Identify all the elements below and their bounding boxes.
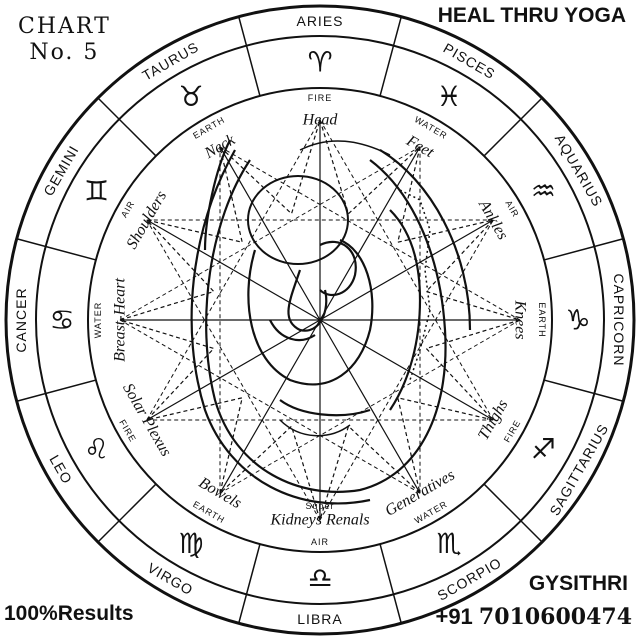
sign-divider <box>16 379 97 402</box>
element-label: AIR <box>503 199 521 220</box>
zodiac-sign-name: PISCES <box>441 40 499 83</box>
zodiac-glyph-icon: ♌ <box>84 433 109 466</box>
zodiac-sign-name: VIRGO <box>145 559 196 598</box>
zodiac-glyph-icon: ♑ <box>565 304 590 337</box>
sign-divider <box>238 543 261 624</box>
zodiac-glyph-icon: ♉ <box>178 80 203 113</box>
zodiac-sign-name: GEMINI <box>40 142 82 198</box>
sign-divider <box>97 483 157 543</box>
element-label: AIR <box>311 537 329 547</box>
star-chord <box>119 146 421 321</box>
star-ray <box>146 319 321 421</box>
body-part-label: Knees <box>512 299 529 339</box>
element-label: EARTH <box>537 302 547 337</box>
zodiac-sign-name: LIBRA <box>297 611 342 627</box>
sign-divider <box>543 238 624 261</box>
body-part-label: Neck <box>201 131 239 163</box>
outer-ring <box>4 4 636 636</box>
star-chord <box>219 146 521 321</box>
phone-number: 7010600474 <box>478 604 632 630</box>
brand-title: HEAL THRU YOGA <box>437 4 626 27</box>
sign-divider <box>238 16 261 97</box>
sign-divider <box>379 543 402 624</box>
contact-name: GYSITHRI <box>528 572 628 595</box>
dashed-star <box>117 117 523 523</box>
zodiac-glyph-icon: ♐ <box>531 433 556 466</box>
star-ray <box>319 219 494 321</box>
star-ray <box>146 219 321 321</box>
body-part-label: Super <box>305 501 334 511</box>
star-ray <box>319 146 421 321</box>
element-label: FIRE <box>308 93 333 103</box>
sign-divider <box>543 379 624 402</box>
element-label: AIR <box>119 199 137 220</box>
zodiac-glyph-icon: ♈ <box>307 46 332 79</box>
zodiac-glyph-icon: ♓ <box>436 80 461 113</box>
zodiac-glyph-icon: ♍ <box>178 527 203 560</box>
body-part-label: Kidneys Renals <box>269 512 369 529</box>
zodiac-glyph-icon: ♎ <box>307 562 332 595</box>
star-ray <box>219 319 321 494</box>
star-chord <box>146 119 321 421</box>
fetus-illustration <box>190 139 472 505</box>
phone-prefix: +91 <box>435 604 473 629</box>
star-chord <box>319 219 494 521</box>
star-chord <box>119 319 421 494</box>
star-ray <box>319 319 494 421</box>
sign-divider <box>483 97 543 157</box>
zodiac-glyph-icon: ♒ <box>531 175 556 208</box>
star-chord <box>319 119 494 421</box>
star-ray <box>219 146 321 321</box>
sign-divider <box>16 238 97 261</box>
zodiac-glyph-icon: ♋ <box>49 304 74 337</box>
chart-number-value: No. 5 <box>29 40 100 65</box>
body-part-label: Head <box>302 112 339 129</box>
body-part-label: Breast-Heart <box>112 278 129 362</box>
sign-dividers <box>16 16 624 624</box>
chart-label: CHART <box>18 14 111 39</box>
chart-number: CHART No. 5 <box>18 14 111 66</box>
star-chord <box>219 319 521 494</box>
sign-divider <box>483 483 543 543</box>
zodiac-sign-name: CAPRICORN <box>611 273 627 366</box>
star-chord <box>146 219 321 521</box>
zodiac-sign-name: ARIES <box>296 13 343 29</box>
star-ray <box>319 319 421 494</box>
sign-divider <box>97 97 157 157</box>
element-label: WATER <box>93 302 103 339</box>
sign-divider <box>379 16 402 97</box>
zodiac-glyph-icon: ♊ <box>84 175 109 208</box>
inner-ring <box>87 87 553 553</box>
zodiac-sign-name: CANCER <box>13 287 29 352</box>
contact-phone: +91 7010600474 <box>435 604 632 630</box>
zodiac-glyph-icon: ♏ <box>436 527 461 560</box>
sign-ring <box>35 35 605 605</box>
promo-text: 100%Results <box>4 602 134 625</box>
